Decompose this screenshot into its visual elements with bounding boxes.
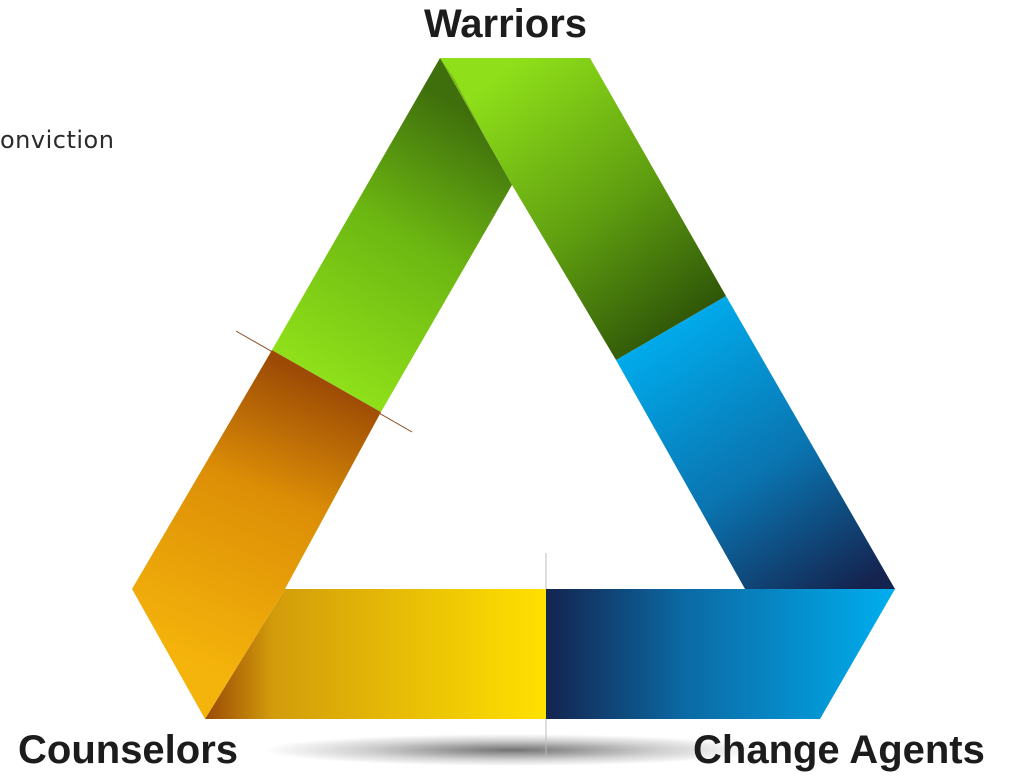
label-counselors: Counselors xyxy=(18,728,239,772)
partial-side-text: onviction xyxy=(0,126,115,154)
band-yellow-bottom xyxy=(205,589,546,719)
band-blue-right xyxy=(616,296,895,589)
fold-shade xyxy=(440,58,512,185)
band-blue-bottom xyxy=(546,589,895,719)
band-orange-left xyxy=(132,350,381,719)
band-green-left xyxy=(272,58,512,412)
label-change-agents: Change Agents xyxy=(693,728,985,772)
floor-shadow xyxy=(262,734,762,766)
label-warriors: Warriors xyxy=(424,2,588,46)
band-green-right xyxy=(440,58,726,360)
